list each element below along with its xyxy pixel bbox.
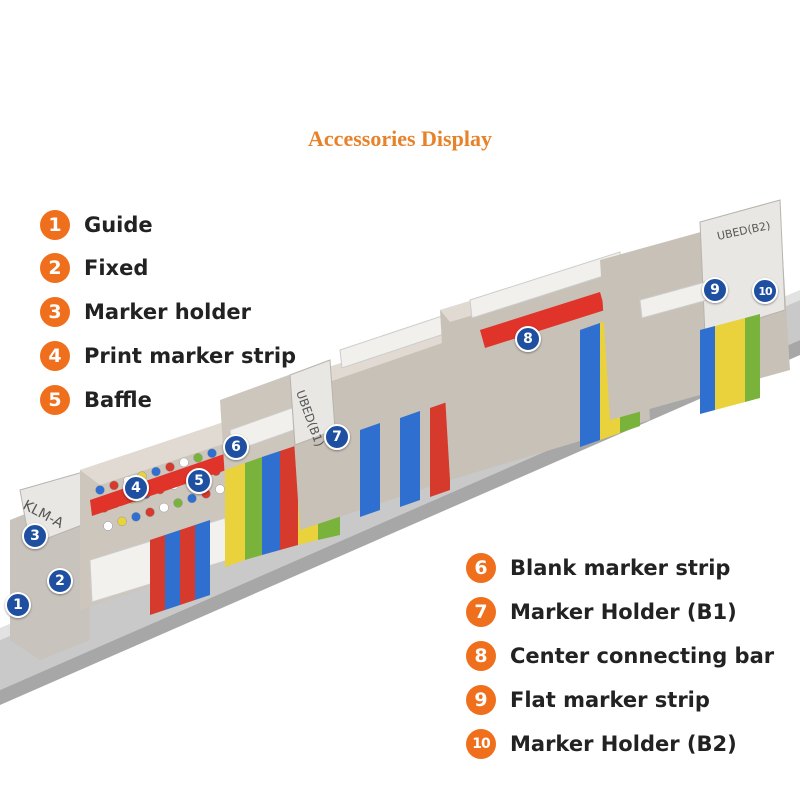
connector-dot <box>173 498 183 508</box>
connector-dot <box>131 512 141 522</box>
legend-label: Print marker strip <box>84 344 297 368</box>
connector-dot <box>165 462 175 472</box>
legend-item-marker-holder-b2: 10 Marker Holder (B2) <box>466 722 774 766</box>
legend-item-flat-marker-strip: 9 Flat marker strip <box>466 678 774 722</box>
legend-item-baffle: 5 Baffle <box>40 378 296 422</box>
legend-label: Marker Holder (B2) <box>510 732 737 756</box>
legend-item-fixed: 2 Fixed <box>40 246 296 290</box>
legend-number: 5 <box>40 385 70 415</box>
connector-dot <box>117 516 127 527</box>
legend-item-guide: 1 Guide <box>40 204 296 246</box>
connector-dot <box>151 466 161 477</box>
legend-label: Baffle <box>84 388 152 412</box>
legend-label: Guide <box>84 213 153 237</box>
legend-item-blank-marker-strip: 6 Blank marker strip <box>466 546 774 590</box>
legend-label: Marker holder <box>84 300 251 324</box>
legend-number: 10 <box>466 729 496 759</box>
legend-item-print-marker-strip: 4 Print marker strip <box>40 334 296 378</box>
terminal-group-3: UBED(B1) <box>289 309 480 530</box>
legend-number: 1 <box>40 210 70 240</box>
legend-item-marker-holder: 3 Marker holder <box>40 290 296 334</box>
legend-label: Marker Holder (B1) <box>510 600 737 624</box>
legend-number: 4 <box>40 341 70 371</box>
callout-4: 4 <box>123 475 149 501</box>
callout-5: 5 <box>186 468 212 494</box>
legend-number: 2 <box>40 253 70 283</box>
legend-number: 7 <box>466 597 496 627</box>
legend-label: Flat marker strip <box>510 688 710 712</box>
legend-number: 6 <box>466 553 496 583</box>
legend-left: 1 Guide 2 Fixed 3 Marker holder 4 Print … <box>40 204 296 422</box>
legend-item-marker-holder-b1: 7 Marker Holder (B1) <box>466 590 774 634</box>
connector-dot <box>179 457 189 468</box>
legend-item-center-connecting-bar: 8 Center connecting bar <box>466 634 774 678</box>
connector-dot <box>207 448 217 458</box>
legend-label: Blank marker strip <box>510 556 731 580</box>
callout-3: 3 <box>22 523 48 549</box>
callout-2: 2 <box>47 568 73 594</box>
legend-number: 8 <box>466 641 496 671</box>
callout-6: 6 <box>223 434 249 460</box>
connector-dot <box>103 521 113 531</box>
page-title: Accessories Display <box>308 126 492 151</box>
connector-dot <box>95 485 105 495</box>
connector-dot <box>215 484 225 494</box>
legend-number: 9 <box>466 685 496 715</box>
legend-right: 6 Blank marker strip 7 Marker Holder (B1… <box>466 546 774 766</box>
callout-9: 9 <box>702 277 728 303</box>
connector-dot <box>193 453 203 463</box>
legend-label: Fixed <box>84 256 149 280</box>
callout-1: 1 <box>5 592 31 618</box>
legend-label: Center connecting bar <box>510 644 775 668</box>
callout-10: 10 <box>752 278 778 304</box>
callout-8: 8 <box>515 326 541 352</box>
connector-dot <box>145 507 155 517</box>
terminal-group-5: UBED(B2) <box>600 199 790 420</box>
connector-dot <box>109 480 119 491</box>
connector-dot <box>159 502 169 513</box>
legend-number: 3 <box>40 297 70 327</box>
connector-dot <box>187 493 197 504</box>
callout-7: 7 <box>324 424 350 450</box>
